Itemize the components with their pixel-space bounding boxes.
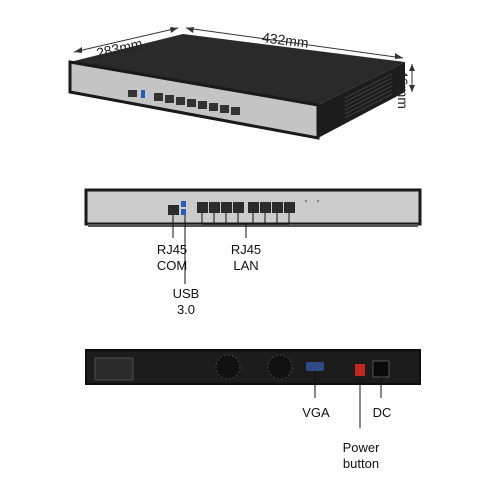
usb-port [181,201,186,207]
vga-port [306,362,324,371]
side-vents [344,73,393,119]
usb-label: USB 3.0 [172,286,200,317]
power-switch [355,364,365,376]
iso-front-ports [128,90,240,115]
power-button-label: Power button [342,440,380,471]
height-dimension-label: 46mm [395,70,411,109]
chassis-top [70,34,405,105]
fan-left [215,354,241,380]
vga-label: VGA [302,405,330,420]
dc-jack [372,360,390,378]
rj45-com-label: RJ45 COM [156,242,188,273]
rj45-com-port [168,205,179,215]
rj45-lan-label: RJ45 LAN [230,242,262,273]
dc-label: DC [372,405,392,420]
chassis-right-side [318,62,405,138]
rear-label-sticker [94,357,134,381]
lan-ports [197,202,295,213]
fan-right [267,354,293,380]
rear-panel [85,349,421,385]
